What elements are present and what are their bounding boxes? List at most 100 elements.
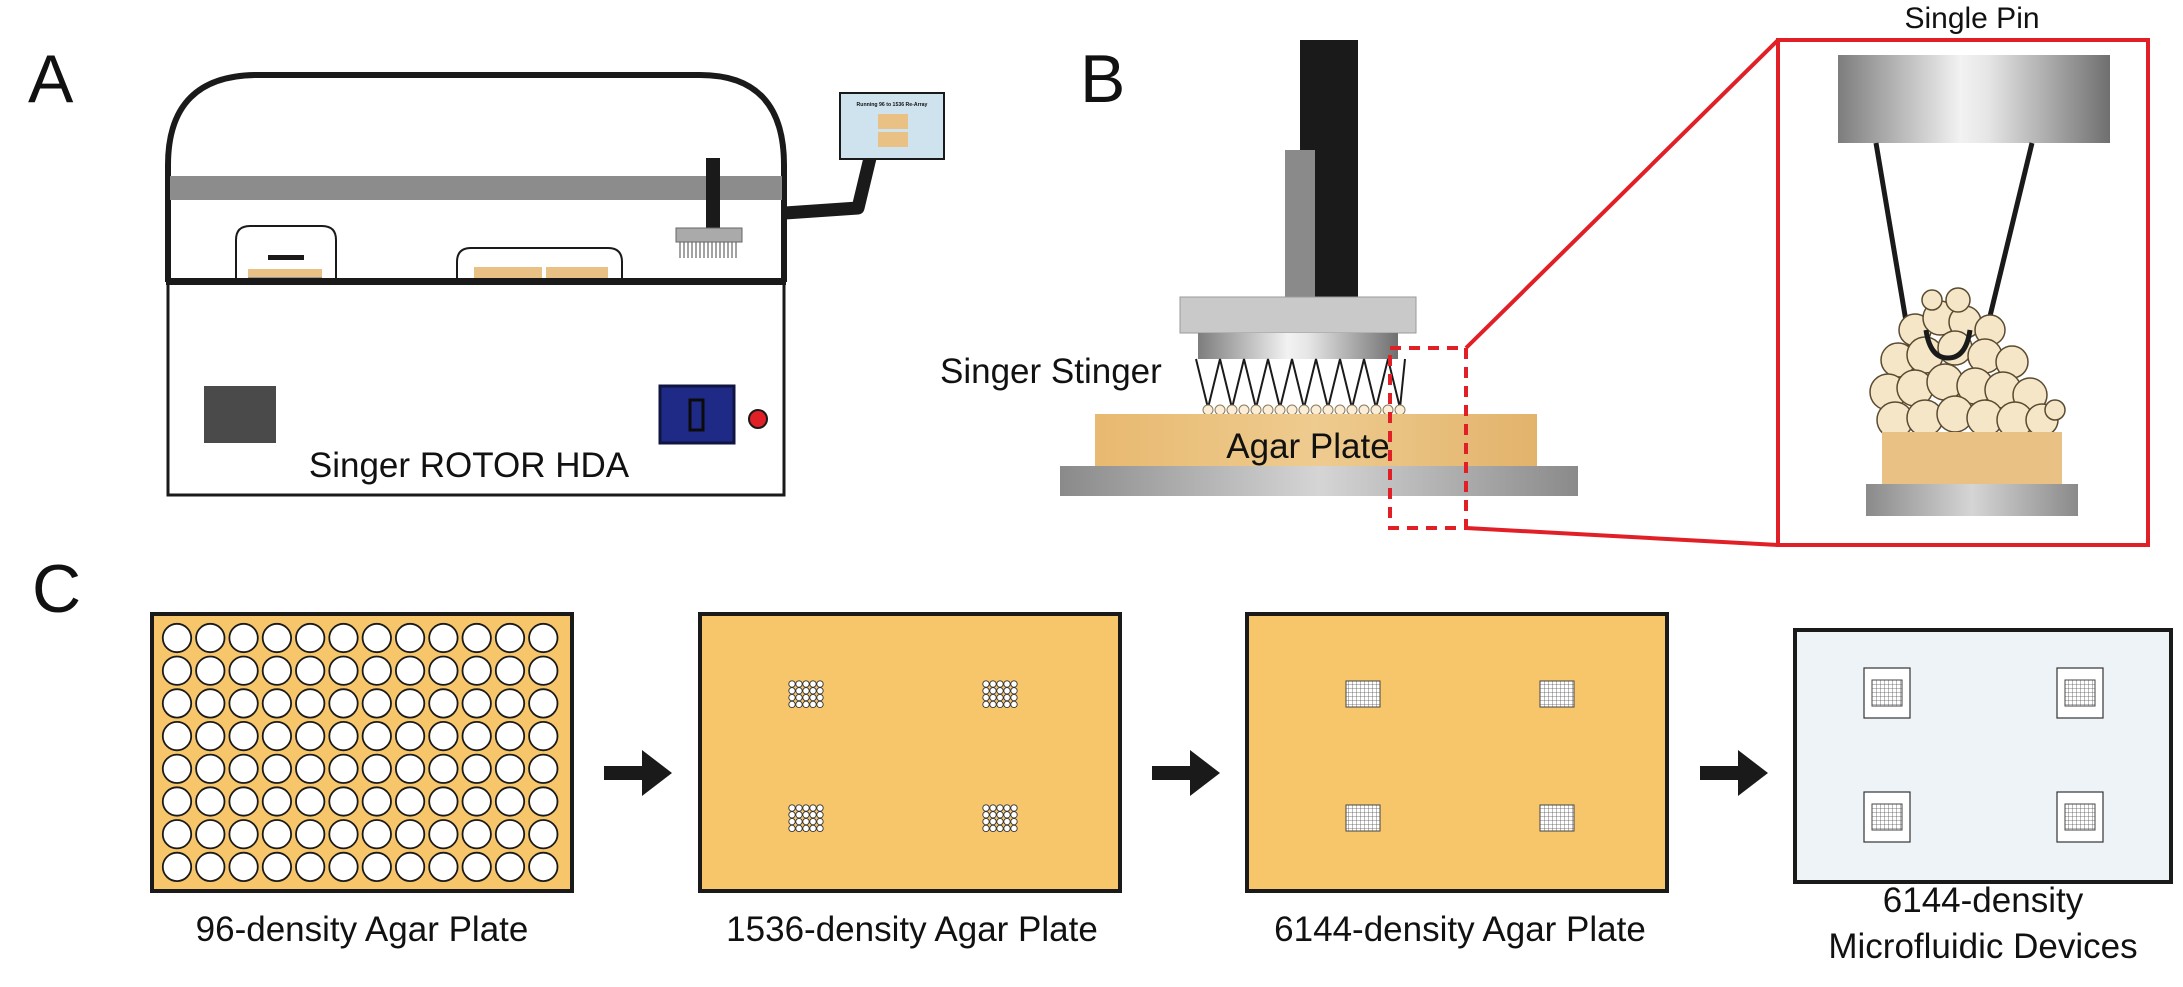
- monitor-arm: [784, 156, 877, 220]
- panel-c-letter: C: [32, 551, 81, 627]
- device-label-line-2: Microfluidic Devices: [1828, 927, 2137, 966]
- stinger-shaft-grey: [1285, 150, 1315, 300]
- well: [394, 819, 426, 850]
- well: [295, 851, 326, 883]
- holder-right-plate-1: [474, 267, 542, 278]
- micro-well: [809, 824, 817, 833]
- micro-well: [816, 680, 824, 688]
- rotor-hda-label: Singer ROTOR HDA: [309, 446, 630, 485]
- micro-well: [809, 804, 817, 812]
- micro-well: [809, 693, 817, 702]
- well: [428, 819, 459, 850]
- well: [328, 622, 359, 654]
- micro-well: [809, 680, 817, 688]
- micro-well: [996, 700, 1004, 709]
- plate-6144-cluster-1: [1345, 680, 1381, 708]
- stinger-pins: [1195, 358, 1406, 409]
- well: [361, 622, 392, 654]
- arrow-2: [1152, 750, 1220, 796]
- well: [261, 753, 292, 784]
- well: [261, 688, 292, 719]
- micro-well: [1010, 804, 1018, 812]
- micro-well: [816, 824, 824, 833]
- micro-well: [788, 700, 796, 709]
- well: [228, 851, 259, 883]
- well: [328, 688, 359, 719]
- plate-96-body: [150, 612, 574, 893]
- plate-holder-left: [235, 225, 337, 282]
- well: [528, 819, 559, 850]
- plate-96-wells: [161, 622, 559, 883]
- well: [461, 786, 492, 817]
- well: [528, 786, 559, 817]
- well: [261, 819, 292, 850]
- well: [195, 753, 226, 784]
- well: [428, 753, 459, 784]
- holder-left-bar: [268, 255, 304, 260]
- micro-well: [1010, 693, 1018, 702]
- pin-tool-arm: [706, 158, 720, 228]
- plate-6144-cluster-4: [1539, 804, 1575, 832]
- micro-well: [989, 693, 997, 702]
- well: [428, 851, 459, 883]
- plate-base: [1060, 466, 1578, 496]
- well: [394, 688, 426, 719]
- micro-well: [802, 700, 810, 709]
- well: [195, 786, 226, 817]
- arrow-3: [1700, 750, 1768, 796]
- well: [161, 688, 193, 719]
- machine-divider: [166, 278, 786, 285]
- pin-holder-block: [1838, 55, 2110, 143]
- plate-1536-body: [698, 612, 1122, 893]
- well: [361, 753, 392, 784]
- pin-tool-pins: [679, 242, 737, 258]
- well: [461, 753, 492, 784]
- micro-well: [809, 817, 817, 826]
- micro-well: [802, 804, 810, 812]
- well: [328, 819, 359, 850]
- micro-well: [1010, 824, 1018, 833]
- well: [394, 720, 426, 752]
- agar-plate-label: Agar Plate: [1226, 427, 1389, 466]
- well: [261, 622, 292, 654]
- stinger-plate: [1179, 296, 1417, 334]
- well: [428, 655, 459, 686]
- well: [528, 720, 559, 752]
- arrow-1: [604, 750, 672, 796]
- micro-well: [809, 687, 817, 695]
- zoom-line-bottom: [1465, 526, 1779, 547]
- micro-well: [989, 811, 997, 819]
- micro-well: [788, 804, 796, 812]
- panel-b-letter: B: [1080, 41, 1125, 117]
- plate-6144: 6144-density Agar Plate: [1245, 612, 1669, 949]
- well: [361, 720, 392, 752]
- micro-well: [795, 693, 803, 702]
- micro-well: [1003, 817, 1011, 826]
- well: [494, 622, 526, 654]
- micro-well: [795, 824, 803, 833]
- pin-wire-tip: [1923, 329, 1973, 361]
- micro-well: [1010, 680, 1018, 688]
- well: [494, 819, 526, 850]
- micro-well: [989, 700, 997, 709]
- monitor-plate-1: [878, 114, 908, 129]
- micro-well: [1010, 687, 1018, 695]
- well: [195, 688, 226, 719]
- micro-well: [795, 811, 803, 819]
- plate-6144-label: 6144-density Agar Plate: [1274, 910, 1646, 949]
- well: [428, 688, 459, 719]
- well: [361, 819, 392, 850]
- micro-well: [1003, 811, 1011, 819]
- plate-1536-label: 1536-density Agar Plate: [726, 910, 1098, 949]
- well: [228, 786, 259, 817]
- yeast-cells: [1869, 287, 2066, 439]
- well: [461, 720, 492, 752]
- well: [195, 720, 226, 752]
- well: [428, 786, 459, 817]
- well: [161, 655, 193, 686]
- micro-well: [996, 817, 1004, 826]
- micro-well: [1003, 680, 1011, 688]
- micro-well: [982, 693, 990, 702]
- well: [328, 786, 359, 817]
- well: [394, 851, 426, 883]
